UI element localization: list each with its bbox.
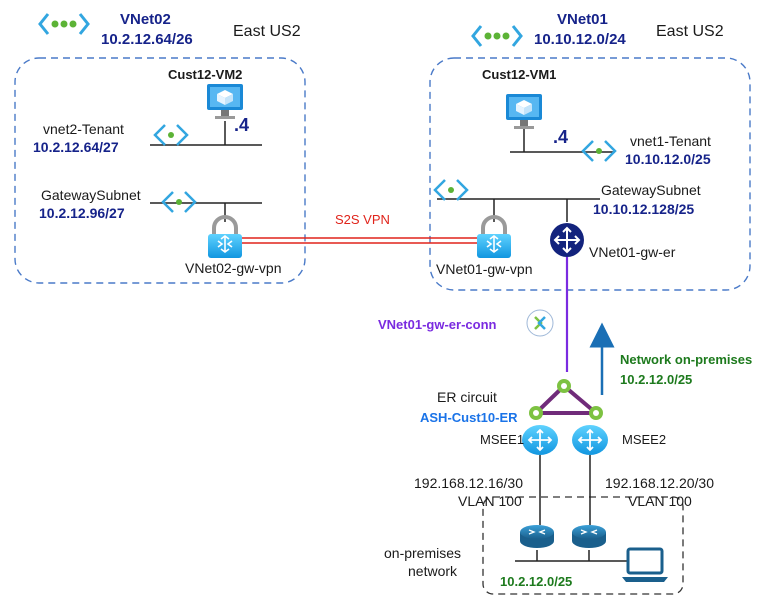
on-prem-label-line1: on-premises bbox=[384, 545, 462, 561]
vnet02-vm-ip: .4 bbox=[234, 115, 250, 135]
on-premises-box bbox=[482, 496, 684, 595]
vnet01-cidr: 10.10.12.0/24 bbox=[534, 31, 626, 48]
vnet02-tenant-subnet-cidr: 10.2.12.64/27 bbox=[33, 139, 119, 155]
msee1-label: MSEE1 bbox=[480, 432, 525, 447]
vm-icon bbox=[207, 84, 243, 119]
vpn-gateway-icon bbox=[208, 215, 242, 258]
vnet01-region: East US2 bbox=[656, 23, 724, 40]
vnet01-box bbox=[429, 57, 751, 291]
right-link-vlan: VLAN 100 bbox=[628, 493, 692, 509]
on-prem-cidr: 10.2.12.0/25 bbox=[500, 574, 573, 589]
vnet01-name: VNet01 bbox=[557, 11, 608, 28]
msee2-router-icon bbox=[572, 425, 608, 455]
left-link-subnet: 192.168.12.16/30 bbox=[414, 475, 523, 491]
er-connection-icon bbox=[526, 309, 554, 337]
vnet01-gateway-subnet-name: GatewaySubnet bbox=[601, 182, 701, 198]
left-link-vlan: VLAN 100 bbox=[458, 493, 522, 509]
er-circuit-node bbox=[529, 379, 603, 420]
vpn-gateway-icon bbox=[477, 215, 511, 258]
onprem-router-icon bbox=[572, 525, 606, 548]
network-on-prem-title: Network on-premises bbox=[620, 352, 753, 367]
vnet02-cidr: 10.2.12.64/26 bbox=[101, 31, 193, 48]
vnet02-vm-name: Cust12-VM2 bbox=[168, 67, 243, 82]
vnet02-gateway-subnet-cidr: 10.2.12.96/27 bbox=[39, 205, 125, 221]
onprem-router-icon bbox=[520, 525, 554, 548]
er-circuit-triangle bbox=[531, 383, 602, 415]
er-connection-label: VNet01-gw-er-conn bbox=[378, 317, 497, 332]
laptop-icon bbox=[622, 547, 668, 582]
network-on-prem-cidr: 10.2.12.0/25 bbox=[620, 372, 693, 387]
vnet-icon bbox=[38, 13, 90, 35]
er-circuit-label: ER circuit bbox=[437, 389, 497, 405]
subnet-icon bbox=[161, 191, 197, 213]
vnet02-name: VNet02 bbox=[120, 11, 171, 28]
vnet01-vpn-gateway-label: VNet01-gw-vpn bbox=[436, 261, 533, 277]
vnet01-er-gateway-label: VNet01-gw-er bbox=[589, 244, 676, 260]
msee2-label: MSEE2 bbox=[622, 432, 667, 447]
vnet01-gateway-subnet-cidr: 10.10.12.128/25 bbox=[593, 201, 695, 217]
vnet02-vpn-gateway-label: VNet02-gw-vpn bbox=[185, 260, 282, 276]
vnet02-tenant-subnet-name: vnet2-Tenant bbox=[43, 121, 124, 137]
vnet01-tenant-subnet-name: vnet1-Tenant bbox=[630, 133, 711, 149]
subnet-icon bbox=[581, 140, 617, 162]
on-prem-label-line2: network bbox=[408, 563, 458, 579]
er-gateway-icon bbox=[550, 223, 584, 257]
vnet02-gateway-subnet-name: GatewaySubnet bbox=[41, 187, 141, 203]
vnet01-vm-name: Cust12-VM1 bbox=[482, 67, 557, 82]
vnet01-vm-ip: .4 bbox=[553, 127, 569, 147]
msee1-router-icon bbox=[522, 425, 558, 455]
s2s-vpn-label: S2S VPN bbox=[335, 212, 390, 227]
right-link-subnet: 192.168.12.20/30 bbox=[605, 475, 714, 491]
vm-icon bbox=[506, 94, 542, 129]
subnet-icon bbox=[433, 179, 469, 201]
er-circuit-name: ASH-Cust10-ER bbox=[420, 410, 518, 425]
vnet02-region: East US2 bbox=[233, 23, 301, 40]
vnet02-box bbox=[14, 57, 306, 284]
vnet01-tenant-subnet-cidr: 10.10.12.0/25 bbox=[625, 151, 711, 167]
subnet-icon bbox=[153, 124, 189, 146]
vnet-icon bbox=[471, 25, 523, 47]
